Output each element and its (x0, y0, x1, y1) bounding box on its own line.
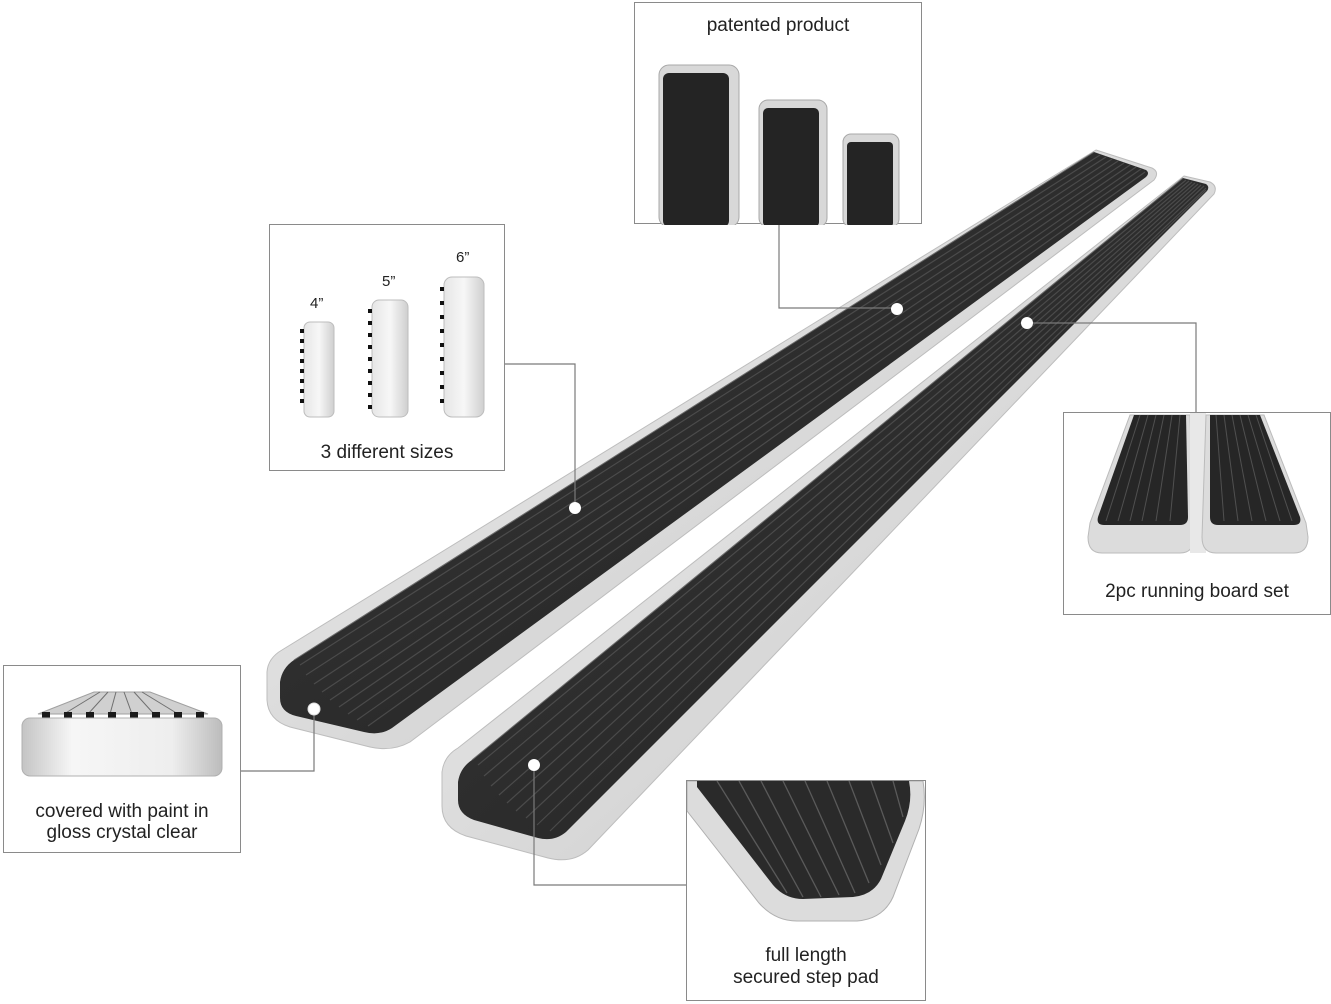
connector-pad (533, 766, 686, 886)
callout-patented-caption: patented product (706, 15, 850, 36)
size-profile-4in (300, 321, 335, 418)
callout-patented-product: patented product (634, 2, 922, 225)
board-left-ribs (299, 154, 1146, 727)
closeup-ribs (716, 781, 904, 898)
profile-small (842, 133, 900, 225)
board-set-illustration (1087, 413, 1309, 554)
callout-pad-caption-line2: secured step pad (733, 967, 879, 988)
closeup-pad (697, 781, 911, 899)
set-board-right (1201, 414, 1309, 554)
size-profile-6in (440, 276, 485, 418)
step-pad-closeup-illustration (687, 781, 925, 922)
running-board-right (441, 175, 1216, 861)
size-label-6in: 6” (456, 249, 470, 266)
set-board-left (1087, 414, 1195, 554)
connector-sizes (505, 363, 576, 507)
marker-dot-set (1021, 317, 1033, 329)
size-label-4in: 4” (310, 295, 324, 312)
callout-step-pad: full length secured step pad (686, 780, 926, 1001)
connector-set (1027, 322, 1197, 412)
marker-dots (307, 303, 1033, 771)
connector-paint (241, 710, 315, 772)
callout-paint-caption-line2: gloss crystal clear (46, 822, 198, 843)
endcap-face (21, 717, 223, 777)
callout-sizes-caption: 3 different sizes (320, 442, 454, 463)
profile-medium (758, 99, 828, 225)
connector-lines (241, 224, 1197, 886)
callout-paint-caption-line1: covered with paint in (35, 801, 209, 822)
profile-large (658, 64, 740, 225)
endcap-illustration (21, 691, 223, 777)
size-profiles-illustration (300, 276, 485, 418)
callout-pad-caption-line1: full length (765, 945, 847, 966)
board-right-ribs (477, 179, 1207, 832)
size-label-5in: 5” (382, 273, 396, 290)
connector-patented (778, 224, 897, 309)
running-board-left (266, 149, 1158, 750)
marker-dot-paint (307, 702, 321, 716)
callout-gloss-paint: covered with paint in gloss crystal clea… (3, 665, 241, 853)
endcap-ribs (63, 691, 179, 715)
callout-set-caption: 2pc running board set (1105, 581, 1289, 602)
callout-three-sizes: 4” 5” 6” 3 different sizes (269, 224, 505, 471)
size-profile-5in (368, 299, 409, 418)
set-gap-highlight (1190, 413, 1206, 553)
profile-illustration (658, 64, 900, 225)
marker-dot-sizes (569, 502, 581, 514)
board-left-pad (280, 152, 1148, 734)
endcap-ribbed-top (37, 691, 209, 715)
marker-dot-patented (891, 303, 903, 315)
callout-running-board-set: 2pc running board set (1063, 412, 1331, 615)
endcap-rib-teeth (42, 712, 204, 718)
marker-dot-pad (528, 759, 540, 771)
